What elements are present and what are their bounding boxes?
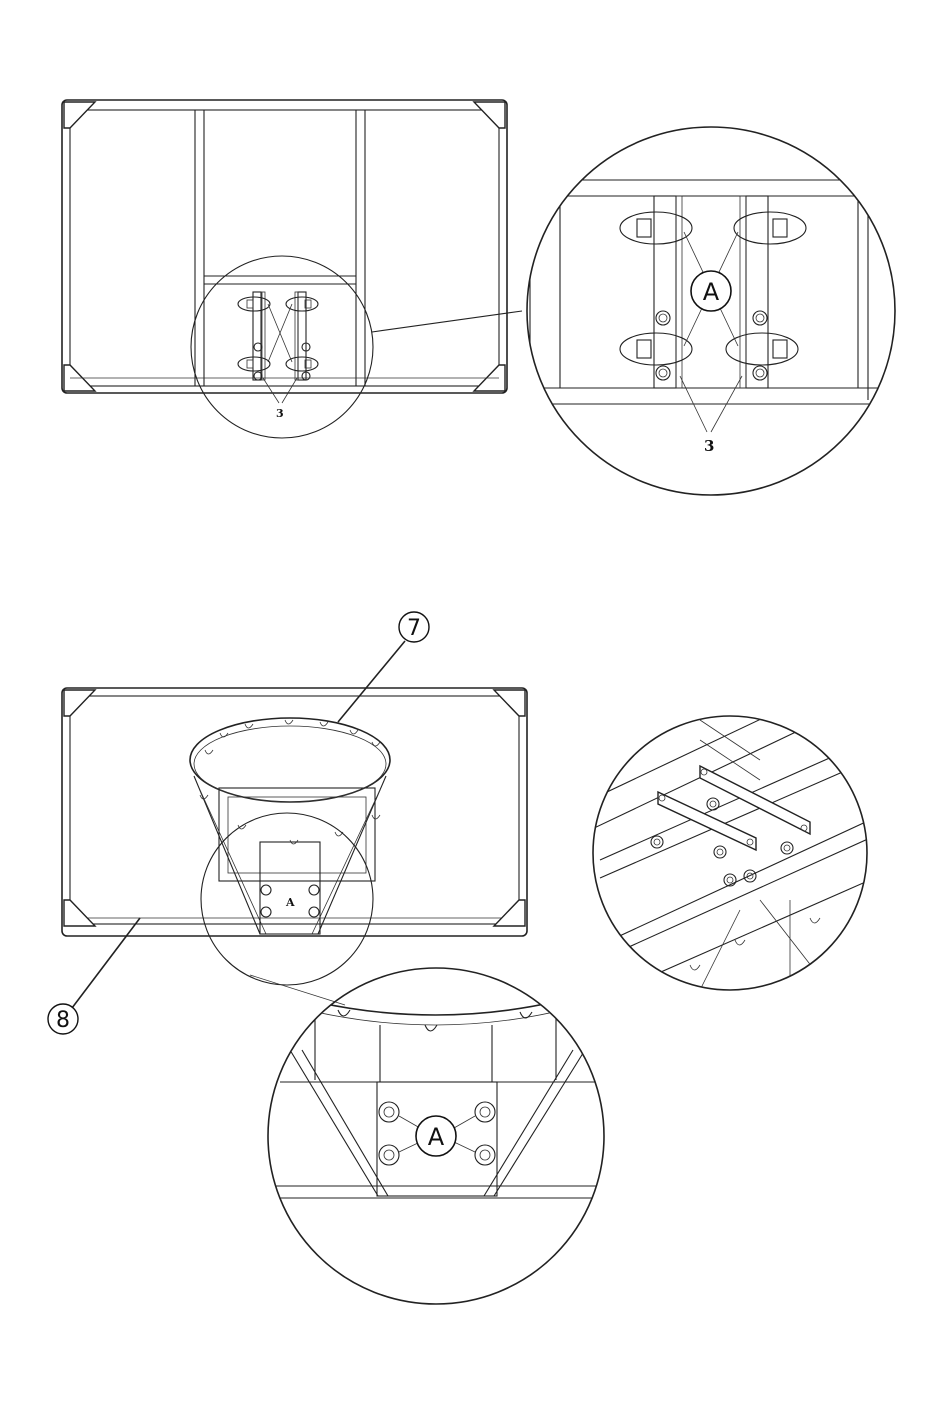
top-backboard-rear-view [62, 100, 507, 393]
part-3-label-small: 3 [276, 407, 284, 420]
callout-a-label-bottom: A [428, 1123, 445, 1151]
top-detail-circle-large: A 3 [520, 127, 900, 495]
callout-a-label: A [703, 278, 720, 306]
part-3-label-large: 3 [704, 437, 714, 455]
bottom-backboard-front-view: A [62, 688, 527, 936]
part-7-label: 7 [407, 616, 421, 641]
part-7-callout: 7 [338, 612, 429, 722]
top-detail-circle-small: 3 [191, 256, 373, 438]
callout-a-label-small: A [285, 896, 295, 909]
bottom-detail-circle-large: A [268, 968, 610, 1304]
bracket-isometric-detail [590, 710, 870, 990]
part-8-label: 8 [56, 1008, 70, 1033]
bottom-detail-connector [250, 975, 345, 1005]
